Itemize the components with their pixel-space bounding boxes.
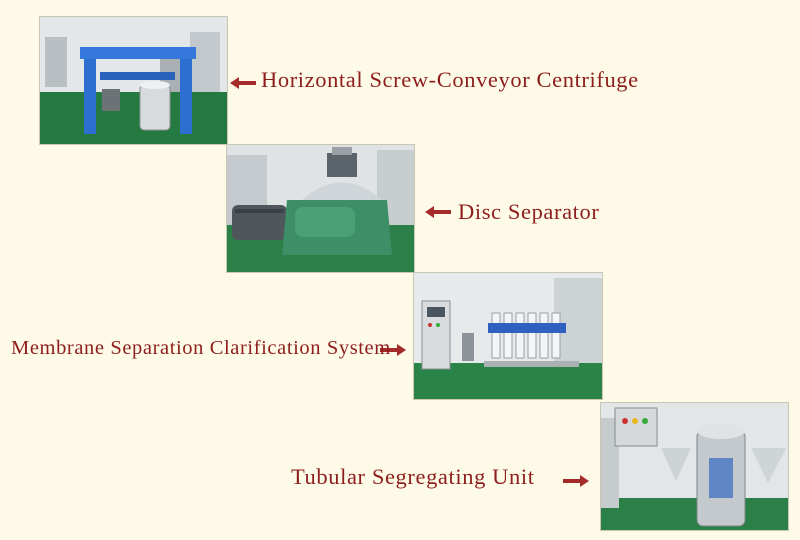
item-label-membrane-system: Membrane Separation Clarification System — [11, 337, 391, 359]
item-label-tubular-unit: Tubular Segregating Unit — [291, 464, 535, 489]
horizontal-centrifuge-photo — [40, 17, 227, 144]
tubular-unit-photo — [601, 403, 788, 530]
membrane-system-photo — [414, 273, 602, 399]
disc-separator-photo — [227, 145, 414, 272]
left-arrow-icon — [425, 205, 451, 219]
left-arrow-icon — [230, 76, 256, 90]
item-label-horizontal-centrifuge: Horizontal Screw-Conveyor Centrifuge — [261, 67, 639, 92]
item-label-disc-separator: Disc Separator — [458, 199, 600, 224]
right-arrow-icon — [563, 474, 589, 488]
right-arrow-icon — [380, 343, 406, 357]
